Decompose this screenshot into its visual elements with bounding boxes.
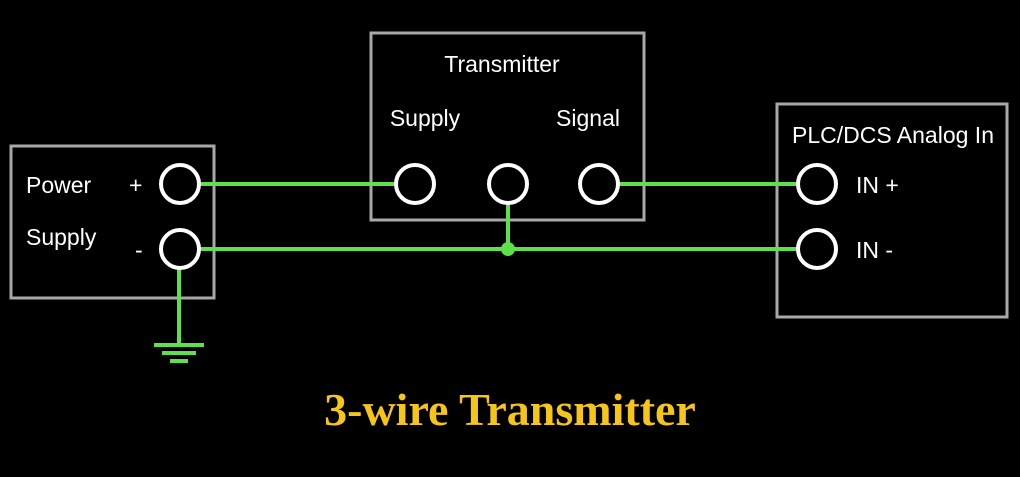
transmitter-supply-label: Supply (390, 105, 461, 131)
plc-title: PLC/DCS Analog In (792, 122, 994, 148)
junction-dot (501, 242, 515, 256)
power-minus-label: - (135, 237, 143, 263)
plc-box (775, 102, 1009, 319)
power-supply-label-line2: Supply (26, 224, 97, 250)
power-supply-label-line1: Power (26, 172, 92, 198)
power-plus-terminal-icon (159, 163, 201, 205)
plc-in-plus-label: IN + (856, 172, 899, 198)
power-minus-terminal-icon (159, 228, 201, 270)
transmitter-supply-terminal-icon (394, 163, 436, 205)
transmitter-signal-terminal-icon (578, 163, 620, 205)
power-supply-box (9, 144, 216, 300)
plc-in-minus-terminal-icon (796, 228, 838, 270)
power-plus-label: + (129, 172, 142, 198)
plc-in-plus-terminal-icon (796, 163, 838, 205)
transmitter-common-terminal-icon (487, 163, 529, 205)
plc-in-minus-label: IN - (856, 237, 893, 263)
transmitter-signal-label: Signal (556, 105, 620, 131)
transmitter-title: Transmitter (444, 51, 560, 77)
diagram-title: 3-wire Transmitter (324, 384, 696, 435)
ground-icon (154, 343, 204, 363)
